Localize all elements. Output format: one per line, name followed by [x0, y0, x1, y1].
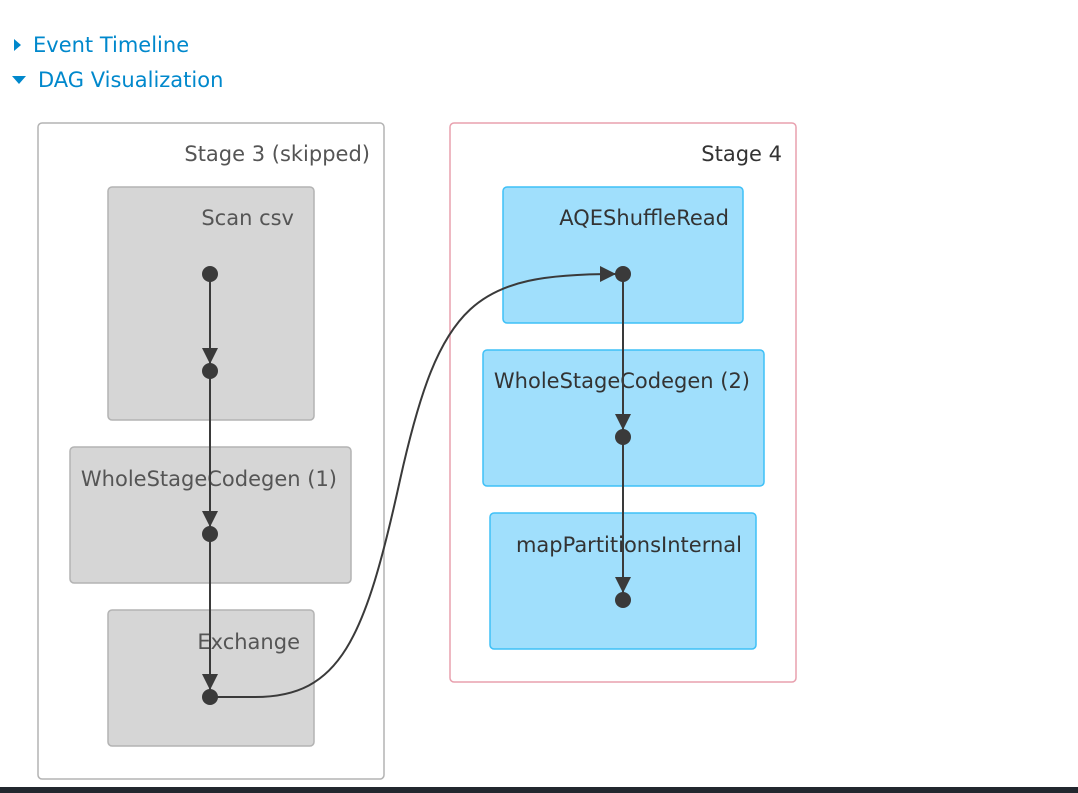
event-timeline-toggle[interactable]: Event Timeline	[12, 33, 189, 57]
stage-4-title: Stage 4	[701, 142, 782, 166]
exchange-label: Exchange	[197, 630, 300, 654]
bottom-edge-bar	[0, 787, 1078, 793]
dag-nodes	[202, 266, 631, 705]
wholestagecodegen-2-label: WholeStageCodegen (2)	[494, 369, 750, 393]
caret-right-icon	[14, 39, 21, 51]
mappartitionsinternal-label: mapPartitionsInternal	[516, 533, 742, 557]
dag-node-exchange[interactable]	[202, 689, 218, 705]
dag-edges	[202, 266, 631, 698]
edge-exchange-to-aqeshuffleread	[210, 266, 617, 698]
dag-node-scan-csv-1[interactable]	[202, 266, 218, 282]
dag-visualization-toggle[interactable]: DAG Visualization	[12, 68, 223, 92]
dag-node-mappartitionsinternal[interactable]	[615, 592, 631, 608]
dag-node-wholestagecodegen-1[interactable]	[202, 526, 218, 542]
dag-visualization-label: DAG Visualization	[38, 68, 224, 92]
dag-node-scan-csv-2[interactable]	[202, 363, 218, 379]
event-timeline-label: Event Timeline	[33, 33, 190, 57]
dag-node-wholestagecodegen-2[interactable]	[615, 429, 631, 445]
dag-node-aqeshuffleread[interactable]	[615, 266, 631, 282]
aqeshuffleread-cluster[interactable]: AQEShuffleRead	[502, 186, 744, 324]
wholestagecodegen-1-label: WholeStageCodegen (1)	[81, 467, 337, 491]
stage-3-title: Stage 3 (skipped)	[184, 142, 370, 166]
scan-csv-label: Scan csv	[201, 206, 294, 230]
aqeshuffleread-label: AQEShuffleRead	[559, 206, 729, 230]
caret-down-icon	[12, 76, 26, 84]
